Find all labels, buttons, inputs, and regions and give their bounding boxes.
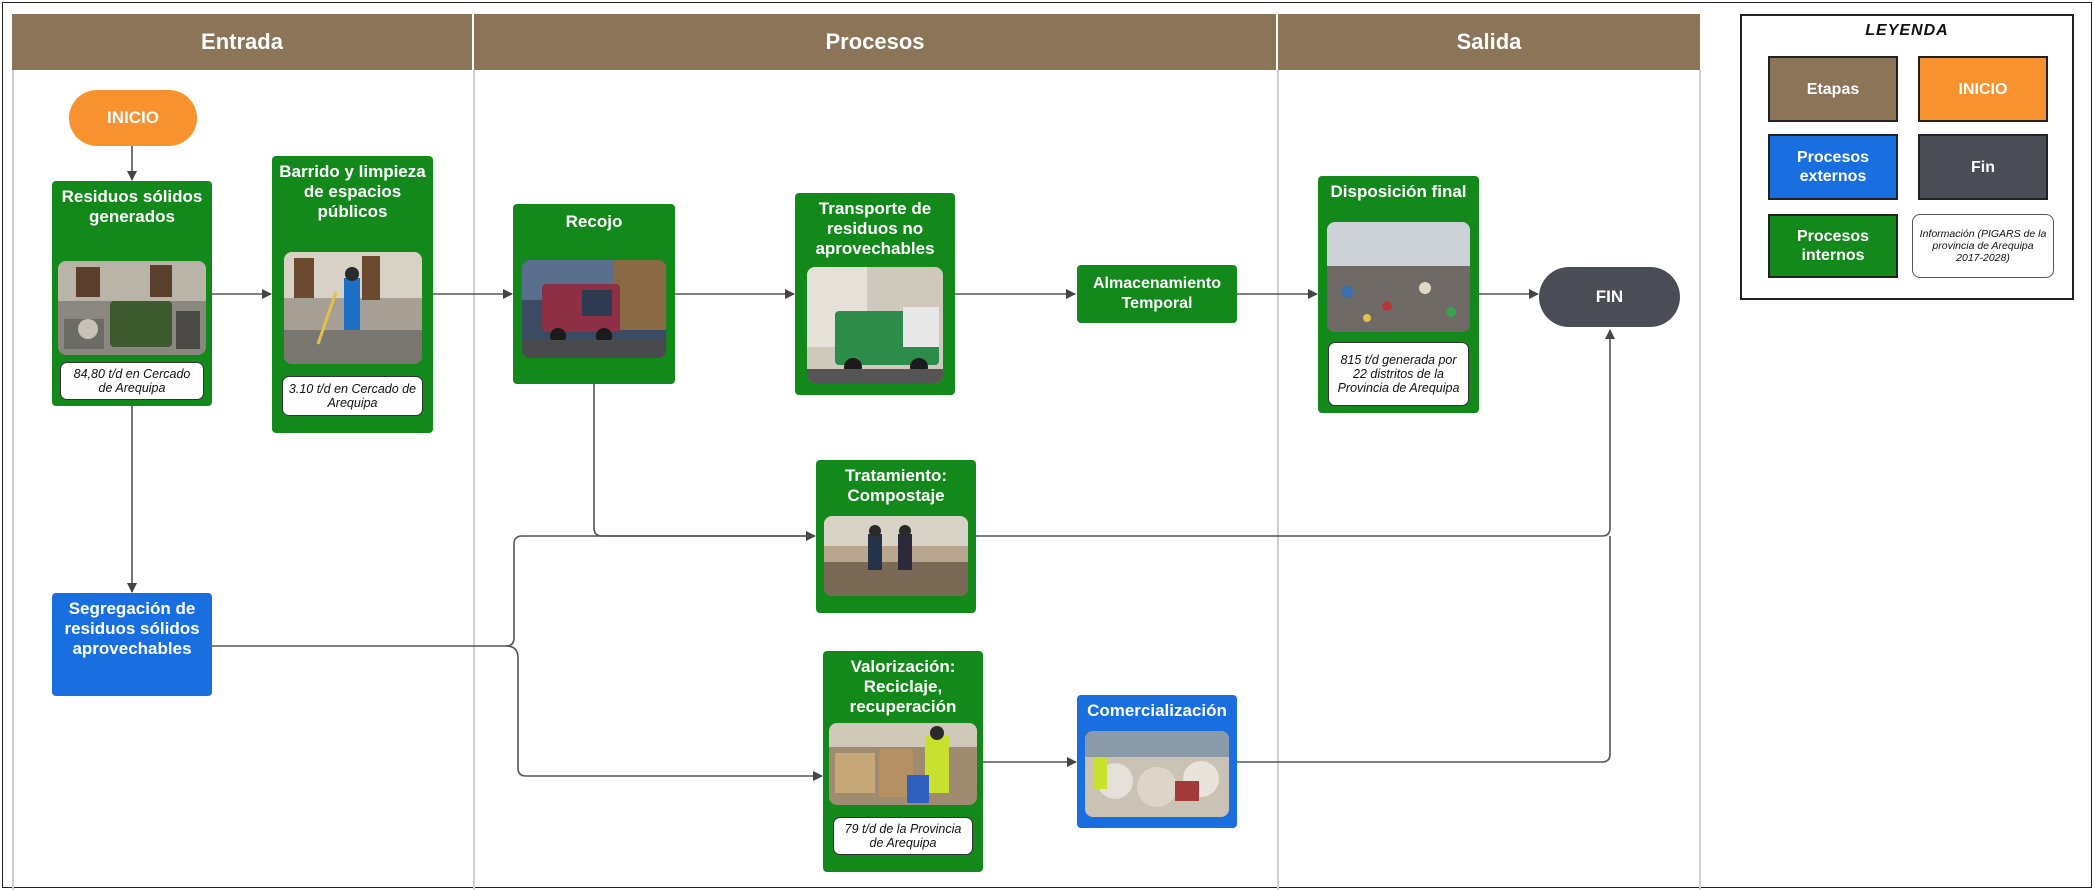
transporte-photo bbox=[807, 267, 943, 383]
lane-header-salida: Salida bbox=[1278, 14, 1700, 70]
transporte-title: Transporte de residuos no aprovechables bbox=[815, 199, 935, 258]
barrido-title: Barrido y limpieza de espacios públicos bbox=[279, 162, 426, 221]
legend-fin: Fin bbox=[1918, 134, 2048, 200]
legend-etapas: Etapas bbox=[1768, 56, 1898, 122]
node-disposicion-final: Disposición final 815 t/d generada por 2… bbox=[1318, 176, 1479, 413]
arrow-segregacion-tratamiento bbox=[212, 535, 815, 647]
node-recojo: Recojo bbox=[513, 204, 675, 384]
valorizacion-title: Valorización: Reciclaje, recuperación bbox=[849, 657, 957, 716]
legend-internos-label: Procesos internos bbox=[1796, 228, 1870, 264]
recojo-title: Recojo bbox=[565, 212, 623, 231]
legend-box: LEYENDA Etapas INICIO Procesos externos … bbox=[1740, 14, 2074, 300]
residuos-photo bbox=[58, 261, 206, 355]
residuos-info: 84,80 t/d en Cercado de Arequipa bbox=[60, 362, 204, 400]
recojo-photo bbox=[522, 260, 666, 358]
node-comercializacion: Comercialización bbox=[1077, 695, 1237, 828]
legend-title: LEYENDA bbox=[1865, 22, 1949, 39]
disposicion-photo bbox=[1327, 222, 1470, 332]
lane-header-entrada: Entrada bbox=[12, 14, 474, 70]
tratamiento-photo bbox=[824, 516, 968, 596]
fin-label: FIN bbox=[1595, 287, 1624, 306]
lane-label-salida: Salida bbox=[1456, 29, 1522, 54]
legend-procesos-externos: Procesos externos bbox=[1768, 134, 1898, 200]
node-tratamiento: Tratamiento: Compostaje bbox=[816, 460, 976, 613]
lane-divider-right bbox=[1699, 70, 1701, 890]
node-transporte: Transporte de residuos no aprovechables bbox=[795, 193, 955, 395]
legend-fin-label: Fin bbox=[1971, 158, 1995, 176]
arrow-recojo-tratamiento bbox=[593, 384, 816, 541]
legend-info-label: Información (PIGARS de la provincia de A… bbox=[1919, 228, 2047, 264]
segregacion-title: Segregación de residuos sólidos aprovech… bbox=[64, 599, 200, 658]
barrido-info: 3.10 t/d en Cercado de Arequipa bbox=[282, 376, 423, 416]
lane-label-entrada: Entrada bbox=[201, 29, 283, 54]
lane-divider-entrada-procesos bbox=[473, 70, 475, 890]
inicio-label: INICIO bbox=[107, 108, 159, 127]
node-residuos-solidos: Residuos sólidos generados 84,80 t/d en … bbox=[52, 181, 212, 406]
valorizacion-photo bbox=[829, 723, 977, 805]
lane-divider-left bbox=[12, 70, 14, 890]
residuos-title: Residuos sólidos generados bbox=[61, 187, 203, 226]
legend-procesos-internos: Procesos internos bbox=[1768, 214, 1898, 278]
legend-etapas-label: Etapas bbox=[1806, 80, 1860, 98]
arrow-tratamiento-fin bbox=[976, 329, 1615, 537]
comercializacion-title: Comercialización bbox=[1087, 701, 1227, 720]
disposicion-title: Disposición final bbox=[1330, 182, 1467, 201]
node-segregacion: Segregación de residuos sólidos aprovech… bbox=[52, 593, 212, 696]
node-valorizacion: Valorización: Reciclaje, recuperación 79… bbox=[823, 651, 983, 872]
legend-inicio: INICIO bbox=[1918, 56, 2048, 122]
node-barrido-limpieza: Barrido y limpieza de espacios públicos … bbox=[272, 156, 433, 433]
almacenamiento-title: Almacenamiento Temporal bbox=[1092, 275, 1222, 312]
disposicion-info: 815 t/d generada por 22 distritos de la … bbox=[1328, 342, 1469, 406]
tratamiento-title: Tratamiento: Compostaje bbox=[844, 466, 948, 505]
lane-header-procesos: Procesos bbox=[474, 14, 1278, 70]
fin-node: FIN bbox=[1539, 267, 1680, 327]
valorizacion-info: 79 t/d de la Provincia de Arequipa bbox=[833, 817, 973, 855]
node-almacenamiento: Almacenamiento Temporal bbox=[1077, 265, 1237, 323]
legend-inicio-label: INICIO bbox=[1958, 80, 2008, 98]
legend-informacion: Información (PIGARS de la provincia de A… bbox=[1912, 214, 2054, 278]
lane-label-procesos: Procesos bbox=[825, 29, 925, 54]
comercializacion-photo bbox=[1085, 731, 1229, 817]
barrido-photo bbox=[284, 252, 422, 364]
arrow-comercializacion-fin bbox=[1237, 536, 1611, 763]
lane-divider-procesos-salida bbox=[1277, 70, 1279, 890]
arrow-segregacion-valorizacion bbox=[505, 645, 823, 781]
inicio-node: INICIO bbox=[69, 90, 197, 146]
legend-externos-label: Procesos externos bbox=[1796, 149, 1870, 185]
